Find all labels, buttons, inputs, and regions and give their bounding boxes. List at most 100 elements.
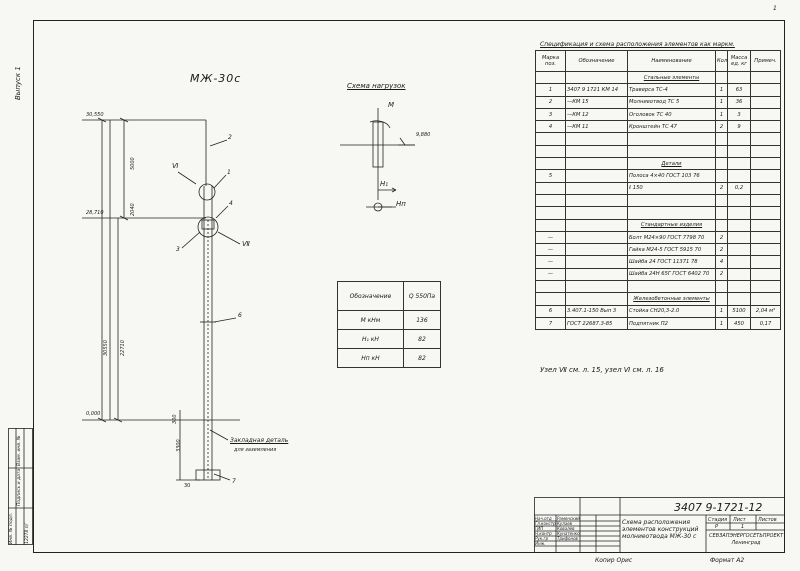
spec-col-header: Наименование [627,50,716,72]
embedded-part-sub: для заземления [234,447,277,453]
spec-cell-note [750,83,781,97]
spec-cell-pos [535,206,566,220]
spec-cell-name [627,132,716,146]
footer-format: Формат А2 [710,557,745,564]
spec-cell-note [750,280,781,294]
spec-cell-pos: 7 [535,316,566,331]
spec-cell-name: Оголовок ТС 40 [627,107,716,122]
spec-row [535,280,781,294]
spec-cell-mass: 0,2 [727,181,751,195]
spec-cell-note: 0,17 [750,316,781,331]
elev-mid: 28,710 [86,210,104,216]
callout-3: 3 [176,246,180,253]
callout-4: 4 [229,200,233,207]
spec-cell-note [750,70,781,85]
elev-top: 30,550 [86,112,104,118]
h1-label: Н₁ [380,180,389,188]
spec-cell-name: Полоса 4×40 ГОСТ 103 76 [627,169,716,183]
spec-cell-mass [727,144,751,159]
loads-col-value: Q 550Па [402,281,442,311]
spec-cell-code [565,70,628,85]
spec-col-header: Марка поз. [535,50,566,72]
loads-table: Обозначение Q 550Па М кНм 136 Н₁ кН 82 Н… [337,281,442,368]
spec-cell-qty [715,132,728,146]
elev-ground: 0,000 [86,411,101,417]
spec-cell-name [627,144,716,159]
spec-cell-mass [727,292,751,306]
spec-section-row: Стальные элементы [535,70,781,85]
spec-cell-qty: 2 [715,243,728,257]
spec-cell-qty [715,157,728,171]
drawing-number: 3407 9-1721-12 [674,501,763,514]
callout-6: 6 [238,312,242,319]
spec-cell-note [750,193,781,208]
spec-cell-pos: 4 [535,120,566,134]
spec-cell-code: 3.407.1-150 Вып 3 [565,304,628,318]
spec-cell-code [565,132,628,146]
sidebar-stamp: Инв. № подл. Подпись и дата Взам. инв. №… [8,428,33,545]
dim-d5: 300 [172,414,178,424]
spec-cell-qty: 1 [715,304,728,318]
spec-col-header: Примеч. [750,50,781,72]
spec-cell-code [565,218,628,232]
spec-cell-code [565,193,628,208]
dim-d1: 5000 [130,157,136,170]
spec-cell-code [565,280,628,294]
moment-label: М [388,101,395,109]
sheet-label: Лист [733,517,746,523]
spec-cell-code [565,230,628,245]
organization: СЕВЗАПЭНЕРГОСЕТЬПРОЕКТ Ленинград [709,533,784,546]
spec-cell-name: Траверса ТС-4 [627,83,716,97]
spec-cell-code [565,169,628,183]
spec-cell-mass: 5100 [727,304,751,318]
spec-cell-name: Стальные элементы [627,70,716,85]
sheets-label: Листов [758,517,777,523]
spec-cell-qty [715,193,728,208]
spec-cell-qty: 1 [715,95,728,109]
spec-row [535,193,781,208]
spec-cell-qty: 2 [715,230,728,245]
spec-cell-note [750,292,781,306]
spec-cell-mass [727,132,751,146]
spec-title: Спецификация и схема расположения элемен… [540,41,735,48]
spec-cell-qty [715,292,728,306]
spec-cell-pos [535,193,566,208]
spec-cell-code [565,292,628,306]
spec-cell-pos: — [535,243,566,257]
spec-cell-note [750,144,781,159]
dim-d3: 22710 [120,340,126,356]
spec-cell-name: Стандартные изделия [627,218,716,232]
spec-cell-note [750,132,781,146]
spec-cell-pos: — [535,267,566,282]
spec-cell-pos: 2 [535,95,566,109]
sheet-mark: 1 [773,5,777,12]
spec-cell-mass [727,267,751,282]
sidebar-inv2: Взам. инв. № [17,435,22,466]
spec-cell-note: 2,04 м³ [750,304,781,318]
spec-cell-qty: 1 [715,83,728,97]
sheet-value: 1 [741,524,745,530]
spec-cell-pos [535,132,566,146]
spec-cell-pos [535,181,566,195]
spec-cell-note [750,255,781,269]
spec-cell-mass [727,230,751,245]
spec-cell-mass [727,206,751,220]
spec-cell-mass [727,280,751,294]
spec-cell-mass: 9 [727,120,751,134]
spec-cell-name: Молниеотвод ТС 5 [627,95,716,109]
spec-cell-code [565,206,628,220]
callout-2: 2 [228,134,232,141]
spec-cell-mass: 36 [727,95,751,109]
spec-cell-note [750,267,781,282]
loads-row-value: 82 [402,348,442,368]
node-note: Узел Ⅶ см. л. 15, узел Ⅵ см. л. 16 [540,366,664,374]
loads-row-label: Нп кН [337,348,404,368]
dim-d4: 30550 [103,340,109,356]
spec-cell-name: Шайба 24 ГОСТ 11371 78 [627,255,716,269]
spec-cell-name: Железобетонные элементы [627,292,716,306]
